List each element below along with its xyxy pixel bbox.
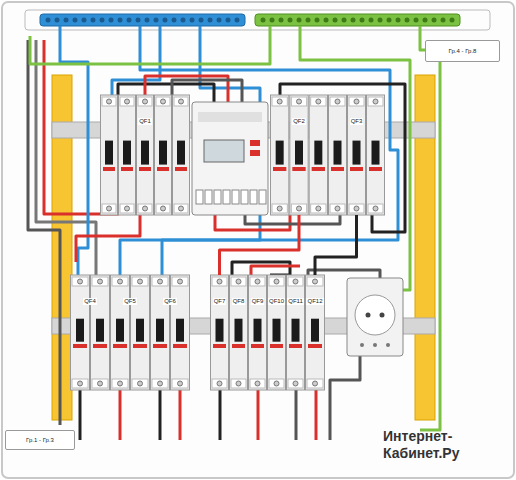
breaker-module: QF1 — [100, 95, 190, 215]
breaker-module: QF3 — [328, 95, 385, 215]
breaker-label: QF12 — [306, 298, 323, 305]
feed-wire-line — [220, 215, 300, 275]
group-tag: Гр.1 - Гр.3 — [5, 430, 75, 450]
breaker-module: QF8 — [229, 275, 248, 390]
breaker-module: QF6 — [150, 275, 190, 390]
breaker-label: QF10 — [268, 298, 285, 305]
breaker-label: QF11 — [287, 298, 304, 305]
group-tag: Гр.4 - Гр.8 — [425, 40, 500, 62]
breaker-label: QF7 — [213, 298, 227, 305]
breaker-module: QF9 — [248, 275, 267, 390]
breaker-label: QF6 — [163, 298, 177, 305]
breaker-module: QF10 — [267, 275, 286, 390]
breaker-label: QF8 — [232, 298, 246, 305]
breaker-module: QF12 — [305, 275, 325, 390]
breaker-module: QF5 — [110, 275, 150, 390]
breaker-module: QF7 — [210, 275, 229, 390]
breaker-module: QF4 — [70, 275, 110, 390]
feed-wire — [315, 215, 357, 275]
group-label: Гр.4 - Гр.8 — [448, 48, 478, 55]
feed-wire-line — [315, 215, 357, 275]
breaker-label: QF5 — [123, 298, 137, 305]
breaker-module: QF2 — [270, 95, 328, 215]
breaker-label: QF1 — [138, 118, 152, 125]
watermark: Интернет-Кабинет.Ру — [383, 428, 513, 462]
feed-wire — [220, 215, 300, 275]
breaker-label: QF3 — [350, 118, 364, 125]
group-label: Гр.1 - Гр.3 — [25, 437, 55, 444]
breaker-module: QF11 — [286, 275, 305, 390]
breaker-label: QF4 — [83, 298, 97, 305]
breaker-label: QF2 — [292, 118, 306, 125]
breaker-label: QF9 — [251, 298, 265, 305]
